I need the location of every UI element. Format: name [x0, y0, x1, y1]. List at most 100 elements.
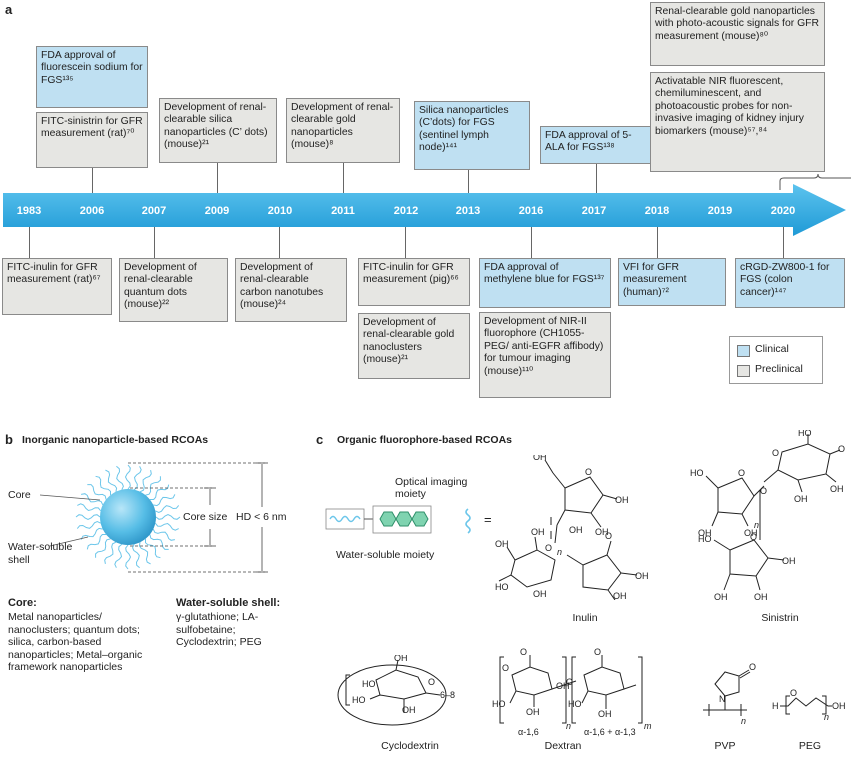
event-2007-qdots: Development of renal-clearable quantum d…	[119, 258, 228, 322]
m-label: m	[644, 721, 652, 731]
shell-description: γ-glutathione; LA-sulfobetaine; Cyclodex…	[176, 611, 262, 649]
o-label: O	[605, 531, 612, 541]
event-2020-crgd: cRGD-ZW800-1 for FGS (colon cancer)¹⁴⁷	[735, 258, 845, 308]
oh-label: OH	[782, 556, 796, 566]
year-label: 1983	[16, 205, 42, 217]
event-2012-fitc-inulin-pig: FITC-inulin for GFR measurement (pig)⁶⁶	[358, 258, 470, 306]
core-description: Metal nanoparticles/ nanoclusters; quant…	[8, 611, 143, 674]
sinistrin-structure: HO O O OH OH HO O O OH OH n HO O OH OH O…	[690, 430, 845, 602]
panel-label-c: c	[316, 432, 324, 447]
ligand-chain	[154, 522, 179, 531]
dextran-alpha1613-label: α-1,6 + α-1,3	[584, 727, 636, 737]
oh-label: OH	[495, 539, 509, 549]
ligand-chain	[76, 521, 101, 529]
year-label: 2007	[141, 205, 167, 217]
ligand-chain	[95, 538, 111, 558]
event-2006-fda-fluorescein: FDA approval of fluorescein sodium for F…	[36, 46, 148, 108]
ho-label: HO	[362, 679, 376, 689]
event-2013-cdots: Silica nanoparticles (C’dots) for FGS (s…	[414, 101, 530, 170]
ligand-chain	[155, 513, 181, 520]
legend-swatch-clinical	[737, 345, 750, 357]
o-label: O	[760, 486, 767, 496]
ligand-chain	[77, 503, 102, 512]
event-2006-fitc-sinistrin: FITC-sinistrin for GFR measurement (rat)…	[36, 112, 148, 168]
year-label: 2012	[393, 205, 419, 217]
panel-c-title: Organic fluorophore-based RCOAs	[337, 434, 513, 446]
oh-label: OH	[794, 494, 808, 504]
o-label: O	[585, 467, 592, 477]
oh-label: OH	[698, 528, 712, 538]
timeline-arrow	[3, 184, 846, 236]
sinistrin-label: Sinistrin	[761, 612, 799, 624]
oh-label: OH	[832, 701, 846, 711]
core-heading: Core:	[8, 597, 37, 609]
shell-label: Water-soluble shell	[8, 541, 73, 566]
o-label: O	[502, 663, 509, 673]
ligand-chain	[125, 544, 132, 570]
oh-label: OH	[556, 681, 570, 691]
o-label: O	[738, 468, 745, 478]
pvp-label: PVP	[714, 740, 736, 752]
event-2011-gold: Development of renal-clearable gold nano…	[286, 98, 400, 163]
connector	[783, 227, 784, 258]
panel-label-b: b	[5, 432, 13, 447]
panel-b-title: Inorganic nanoparticle-based RCOAs	[22, 434, 209, 446]
event-2017-5ala: FDA approval of 5-ALA for FGS¹³⁸	[540, 126, 652, 164]
o-label: O	[594, 647, 601, 657]
year-label: 2016	[518, 205, 544, 217]
core-label: Core	[8, 489, 31, 501]
event-2019-activatable: Activatable NIR fluorescent, chemilumine…	[650, 72, 825, 172]
ho-label: HO	[698, 534, 712, 544]
nanoparticle-diagram	[39, 462, 268, 573]
oh-label: OH	[714, 592, 728, 602]
o-label: O	[750, 532, 757, 542]
ligand-chain	[116, 465, 124, 490]
shell-heading: Water-soluble shell:	[176, 597, 281, 609]
n-label: n	[741, 716, 746, 726]
event-2016-methylene-blue: FDA approval of methylene blue for FGS¹³…	[479, 258, 611, 308]
connector	[657, 227, 658, 258]
ligand-chain	[152, 528, 175, 541]
year-label: 2013	[455, 205, 481, 217]
ligand-chain	[105, 469, 118, 492]
dextran-structure: O O HO OH OH O O HO OH n m α-1,6 α-1,6 +…	[492, 647, 652, 737]
connector	[92, 168, 93, 193]
ligand-chain	[132, 544, 140, 569]
ligand-chain	[149, 484, 170, 500]
event-2016-nir2: Development of NIR-II fluorophore (CH105…	[479, 312, 611, 398]
n-label: n	[754, 520, 759, 530]
year-label: 2018	[644, 205, 670, 217]
year-label: 2017	[581, 205, 607, 217]
ligand-chain	[145, 476, 161, 496]
event-2019-gold-pa: Renal-clearable gold nanoparticles with …	[650, 2, 825, 66]
ho-label: HO	[495, 582, 509, 592]
oh-label: OH	[394, 655, 408, 663]
oh-label: OH	[615, 495, 629, 505]
oh-label: OH	[744, 528, 758, 538]
water-moiety-label: Water-soluble moiety	[336, 549, 435, 561]
n-label: n	[824, 712, 829, 720]
ligand-chain	[124, 464, 131, 490]
connector	[29, 227, 30, 258]
year-label: 2011	[331, 205, 355, 217]
ho-label: HO	[690, 468, 704, 478]
connector	[596, 164, 597, 193]
ligand-chain	[81, 493, 104, 506]
ligand-chain	[145, 538, 161, 559]
equals-sign: =	[484, 512, 492, 527]
ligand-chain	[87, 484, 107, 500]
core-size-label: Core size	[183, 511, 228, 523]
n-label: n	[566, 721, 571, 731]
connector	[154, 227, 155, 258]
inulin-structure: OH O OH OH OH O n O OH OH OH OH HO OH	[495, 455, 649, 600]
o-label: O	[749, 662, 756, 672]
o-label: O	[772, 448, 779, 458]
connector	[468, 170, 469, 193]
n-label: n	[557, 547, 562, 557]
connector	[217, 163, 218, 193]
bracket	[779, 173, 851, 190]
ligand-chain	[155, 505, 180, 513]
cyclodextrin-structure: OH HO HO OH O 6–8	[337, 655, 455, 726]
event-2009-silica: Development of renal-clearable silica na…	[159, 98, 277, 163]
oh-label: OH	[595, 527, 609, 537]
